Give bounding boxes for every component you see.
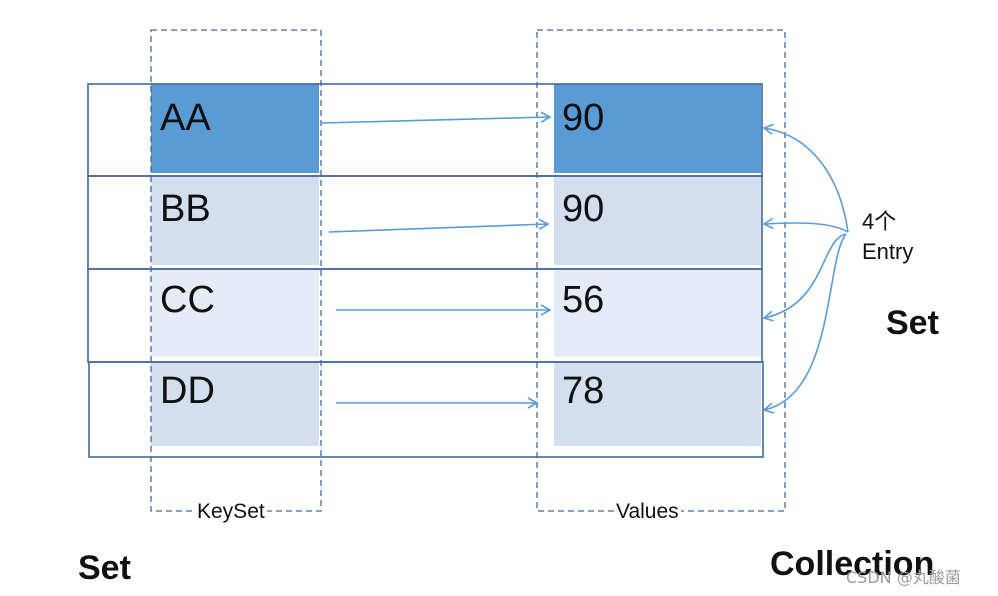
key-cell-cc-fill: [151, 270, 319, 357]
value-text-4: 78: [562, 370, 605, 412]
entry-arrow-row-2: [762, 217, 849, 233]
value-text-1: 90: [562, 97, 605, 139]
entry-count-label-line1: 4个: [862, 209, 897, 234]
entry-count-label-line2: Entry: [862, 239, 914, 264]
values-type-label: Collection: [770, 545, 935, 583]
entry-arrow-row-3: [762, 233, 847, 322]
key-text-dd: DD: [160, 370, 215, 412]
key-cell-aa-fill: [151, 84, 319, 173]
keyset-type-label: Set: [78, 549, 131, 587]
values-label: Values: [614, 500, 681, 523]
value-cell-dd-fill: [554, 363, 761, 446]
value-cell-cc-fill: [554, 270, 761, 357]
arrow-aa-to-90: [320, 111, 552, 124]
value-text-2: 90: [562, 188, 605, 230]
key-text-aa: AA: [160, 97, 211, 139]
value-text-3: 56: [562, 279, 605, 321]
entry-arrow-row-1: [762, 123, 849, 233]
watermark-text: CSDN @丸酸菌: [846, 568, 961, 587]
arrow-bb-to-90: [328, 218, 550, 233]
value-cell-bb-fill: [554, 177, 761, 265]
key-cell-bb-fill: [151, 177, 319, 265]
key-cell-dd-fill: [151, 363, 319, 446]
entry-set-label: Set: [886, 304, 939, 342]
keyset-label: KeySet: [195, 500, 267, 523]
value-cell-aa-fill: [554, 84, 761, 173]
key-text-cc: CC: [160, 279, 215, 321]
key-text-bb: BB: [160, 188, 211, 230]
entry-arrow-row-4: [762, 233, 847, 414]
